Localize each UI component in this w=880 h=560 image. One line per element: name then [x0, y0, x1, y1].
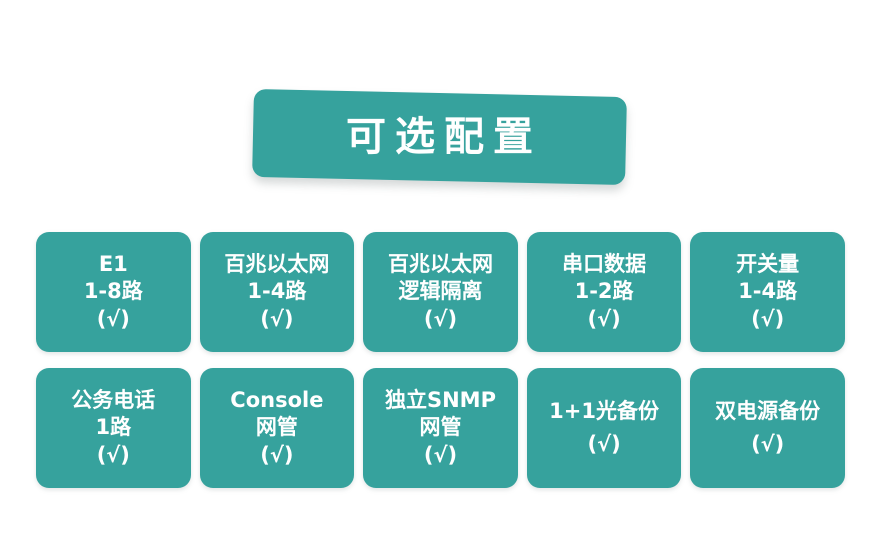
option-label: 开关量 [736, 252, 800, 277]
option-label: E1 [98, 252, 128, 277]
option-label: 独立SNMP [384, 388, 496, 413]
banner-section: 可选配置 [0, 0, 880, 215]
option-check-mark: (√) [260, 442, 294, 467]
option-check-mark: (√) [96, 442, 130, 467]
option-label: 1路 [95, 415, 132, 440]
option-card[interactable]: 1+1光备份 (√) [526, 368, 682, 488]
option-label: 网管 [419, 415, 462, 440]
option-label: 百兆以太网 [224, 252, 330, 277]
option-check-mark: (√) [423, 306, 458, 331]
option-check-mark: (√) [587, 306, 621, 331]
option-label: 双电源备份 [715, 399, 821, 424]
option-label: Console [230, 388, 324, 413]
option-check-mark: (√) [423, 442, 458, 467]
option-check-mark: (√) [751, 306, 785, 331]
option-label: 1-4路 [738, 279, 798, 304]
option-label: 1+1光备份 [549, 399, 659, 424]
option-check-mark: (√) [96, 306, 130, 331]
option-label: 逻辑隔离 [398, 279, 483, 304]
option-label: 1-4路 [247, 279, 307, 304]
option-label: 1-8路 [83, 279, 143, 304]
option-label: 公务电话 [71, 388, 156, 413]
option-card[interactable]: 双电源备份 (√) [690, 368, 845, 488]
option-label: 网管 [255, 415, 298, 440]
option-check-mark: (√) [587, 432, 621, 456]
option-label: 串口数据 [562, 252, 647, 277]
page-title-banner: 可选配置 [252, 88, 627, 186]
option-check-mark: (√) [260, 306, 294, 331]
option-card[interactable]: 百兆以太网逻辑隔离(√) [363, 232, 518, 352]
option-check-mark: (√) [751, 432, 785, 456]
option-label: 百兆以太网 [387, 252, 493, 277]
page-title: 可选配置 [346, 114, 542, 160]
option-label: 1-2路 [574, 279, 634, 304]
